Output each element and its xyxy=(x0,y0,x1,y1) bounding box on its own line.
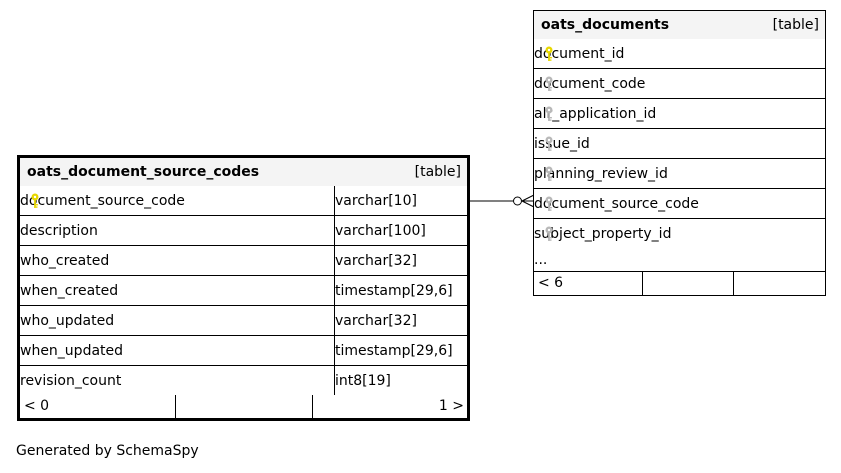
generated-by-label: Generated by SchemaSpy xyxy=(16,443,199,459)
column-type: varchar[10] xyxy=(333,186,469,216)
column-name: issue_id xyxy=(534,135,590,152)
foreign-key-icon xyxy=(545,166,553,181)
table-header: oats_document_source_codes [table] xyxy=(18,156,469,186)
table-row: when_updated timestamp[29,6] xyxy=(18,335,469,366)
foreign-key-icon xyxy=(545,136,553,151)
column-cell[interactable]: alr_application_id xyxy=(533,98,826,129)
column-name: document_id xyxy=(534,45,625,62)
table-row: alr_application_id xyxy=(533,98,826,129)
column-name: subject_property_id xyxy=(534,225,672,242)
children-count[interactable]: < 0 xyxy=(20,395,176,418)
foreign-key-icon xyxy=(545,76,553,91)
table-footer: < 6 xyxy=(533,271,826,296)
more-columns[interactable]: ... xyxy=(534,251,548,268)
table-row: revision_count int8[19] xyxy=(18,365,469,395)
foreign-key-icon xyxy=(545,226,553,241)
footer-spacer xyxy=(176,395,313,418)
column-cell[interactable]: when_updated xyxy=(18,335,335,366)
crowfoot-lower xyxy=(521,200,535,208)
primary-key-icon xyxy=(545,46,553,61)
foreign-key-icon xyxy=(545,196,553,211)
table-name[interactable]: oats_document_source_codes xyxy=(27,164,260,180)
column-cell[interactable]: subject_property_id xyxy=(533,218,826,248)
table-row: document_source_code varchar[10] xyxy=(19,186,469,216)
table-row: when_created timestamp[29,6] xyxy=(18,275,469,306)
table-row: subject_property_id xyxy=(533,218,826,248)
column-cell[interactable]: who_updated xyxy=(18,305,335,336)
more-columns-row: ... xyxy=(534,248,826,272)
foreign-key-icon xyxy=(545,106,553,121)
table-row: planning_review_id xyxy=(533,158,826,189)
column-type: int8[19] xyxy=(333,365,469,395)
children-count[interactable]: < 6 xyxy=(534,272,643,295)
column-type: varchar[32] xyxy=(333,245,469,276)
zero-optional-marker xyxy=(513,196,522,206)
column-name: when_updated xyxy=(20,342,124,359)
column-type: varchar[100] xyxy=(333,215,469,246)
table-row: who_created varchar[32] xyxy=(18,245,469,276)
column-name: description xyxy=(20,222,98,239)
column-cell[interactable]: planning_review_id xyxy=(533,158,826,189)
column-name: document_code xyxy=(534,75,646,92)
table-row: who_updated varchar[32] xyxy=(18,305,469,336)
column-name: revision_count xyxy=(20,372,122,389)
table-row: document_id xyxy=(534,39,826,69)
parents-count[interactable]: 1 > xyxy=(438,398,464,414)
primary-key-icon xyxy=(31,193,39,208)
column-cell[interactable]: revision_count xyxy=(18,365,335,395)
column-name: when_created xyxy=(20,282,119,299)
table-row: document_code xyxy=(533,68,826,99)
table-header: oats_documents [table] xyxy=(533,10,826,39)
footer-spacer xyxy=(734,273,825,296)
column-cell[interactable]: description xyxy=(18,215,335,246)
column-cell[interactable]: document_code xyxy=(533,68,826,99)
column-cell[interactable]: issue_id xyxy=(533,128,826,159)
table-row: description varchar[100] xyxy=(18,215,469,246)
column-name: alr_application_id xyxy=(534,105,657,122)
table-footer: < 0 1 > xyxy=(19,395,469,420)
oats-document-source-codes-table: oats_document_source_codes [table] docum… xyxy=(17,155,471,421)
table-name[interactable]: oats_documents xyxy=(541,17,670,33)
column-cell[interactable]: document_source_code xyxy=(19,186,335,216)
column-type: timestamp[29,6] xyxy=(333,335,469,366)
column-type: varchar[32] xyxy=(333,305,469,336)
column-name: document_source_code xyxy=(20,192,185,209)
column-cell[interactable]: document_source_code xyxy=(533,188,826,219)
column-name: document_source_code xyxy=(534,195,699,212)
column-name: who_updated xyxy=(20,312,115,329)
table-kind: [table] xyxy=(772,17,819,33)
table-row: document_source_code xyxy=(533,188,826,219)
column-name: planning_review_id xyxy=(534,165,668,182)
footer-spacer xyxy=(643,272,734,295)
crowfoot-upper xyxy=(521,194,535,202)
table-kind: [table] xyxy=(414,164,462,180)
column-cell[interactable]: when_created xyxy=(18,275,335,306)
column-name: who_created xyxy=(20,252,110,269)
table-row: issue_id xyxy=(533,128,826,159)
column-type: timestamp[29,6] xyxy=(333,275,469,306)
column-cell[interactable]: who_created xyxy=(18,245,335,276)
column-cell[interactable]: document_id xyxy=(534,39,826,69)
